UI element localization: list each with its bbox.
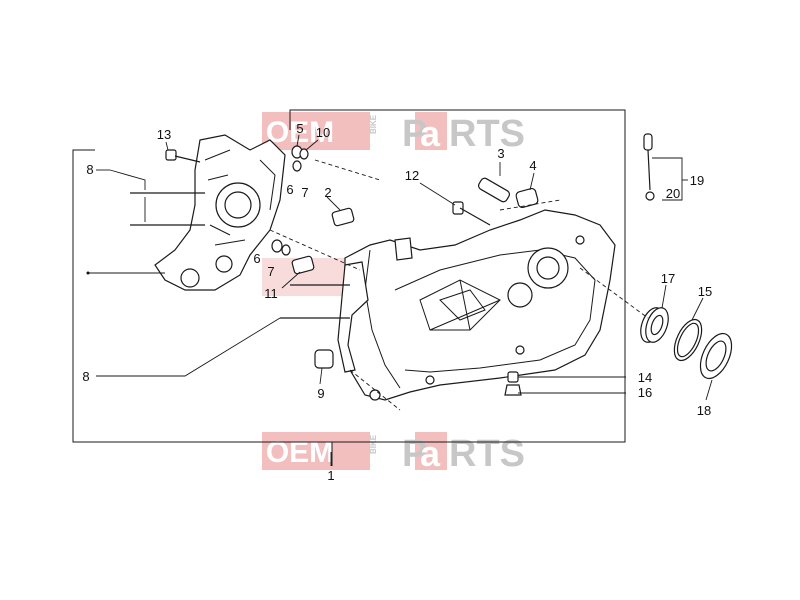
bushing-9 xyxy=(314,349,334,369)
pin-3 xyxy=(478,177,510,203)
oil-seal-18 xyxy=(699,332,733,380)
callout-11: 11 xyxy=(264,286,278,301)
watermark-brand-a: a xyxy=(420,433,441,474)
callout-7-lower: 7 xyxy=(267,264,274,279)
stud-parts xyxy=(130,192,350,319)
callout-13: 13 xyxy=(157,127,171,142)
washer-nut-set-lower xyxy=(271,239,291,256)
callout-2: 2 xyxy=(324,185,331,200)
dipstick-19-20 xyxy=(643,133,655,201)
callout-6-upper: 6 xyxy=(286,182,293,197)
watermark-brand-p: P xyxy=(402,433,427,475)
callout-14: 14 xyxy=(638,370,652,385)
watermark-top: OEM BIKE P a RTS xyxy=(262,112,525,155)
callout-15: 15 xyxy=(698,284,712,299)
callout-18: 18 xyxy=(697,403,711,418)
callout-19: 19 xyxy=(690,173,704,188)
bushing-4 xyxy=(515,187,539,209)
callout-8-upper: 8 xyxy=(86,162,93,177)
callout-labels: 1 2 3 4 5 6 6 7 7 8 8 9 10 11 12 13 14 1… xyxy=(82,121,712,483)
watermark-brand-left: OEM xyxy=(266,436,334,469)
callout-12: 12 xyxy=(405,168,419,183)
watermark-brand-left: OEM xyxy=(266,116,334,149)
callout-17: 17 xyxy=(661,271,675,286)
watermark-brand-small: BIKE xyxy=(369,434,378,454)
leader-lines xyxy=(88,134,713,466)
callout-8-lower: 8 xyxy=(82,369,89,384)
dowel-sleeve-2 xyxy=(331,207,355,227)
watermark-brand-p: P xyxy=(402,113,427,155)
assembly-frame xyxy=(72,109,626,466)
bolt-13 xyxy=(165,149,201,163)
watermark-bottom: OEM BIKE P a RTS xyxy=(262,432,525,475)
watermark-brand-rts: RTS xyxy=(449,113,525,155)
callout-7-upper: 7 xyxy=(301,185,308,200)
callout-1: 1 xyxy=(327,468,334,483)
bolt-12 xyxy=(452,201,491,226)
circlip-15 xyxy=(673,318,703,362)
callout-16: 16 xyxy=(638,385,652,400)
bearing-17 xyxy=(640,307,669,343)
callout-4: 4 xyxy=(529,158,536,173)
leader-dot xyxy=(86,271,90,275)
callout-10: 10 xyxy=(316,125,330,140)
callout-3: 3 xyxy=(497,146,504,161)
alignment-lines xyxy=(269,159,649,411)
washer-nut-set-upper xyxy=(291,145,309,172)
callout-20: 20 xyxy=(666,186,680,201)
watermark-brand-a: a xyxy=(420,113,441,154)
watermark-brand-small: BIKE xyxy=(369,114,378,134)
callout-6-lower: 6 xyxy=(253,251,260,266)
left-crankcase-half xyxy=(154,134,286,291)
watermark-brand-rts: RTS xyxy=(449,433,525,475)
callout-5: 5 xyxy=(296,121,303,136)
drain-plug-14-16 xyxy=(504,371,522,396)
right-crankcase xyxy=(337,209,616,401)
callout-9: 9 xyxy=(317,386,324,401)
dowel-sleeve-11 xyxy=(291,255,315,275)
